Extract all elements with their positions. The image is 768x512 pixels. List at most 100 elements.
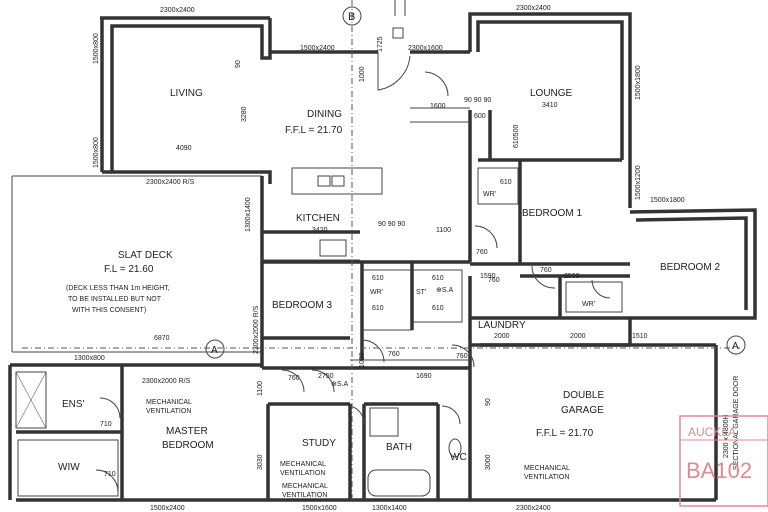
dim-3420: 3420 (312, 227, 328, 234)
dim-90s: 90 90 90 (464, 97, 491, 104)
dim-top-lounge: 2300x2400 (516, 5, 551, 12)
section-letters: B A A (211, 11, 739, 356)
dim-1000-hall: 1000 (359, 352, 366, 368)
dim-bottom-2: 1500x1600 (302, 505, 337, 512)
dim-bottom-4: 2300x2400 (516, 505, 551, 512)
dim-bottom-1: 1500x2400 (150, 505, 185, 512)
room-living: LIVING (170, 88, 203, 99)
room-laundry: LAUNDRY (478, 320, 526, 331)
deck-note-3: WITH THIS CONSENT) (72, 307, 146, 314)
dim-1100: 1100 (436, 227, 451, 234)
dim-610500: 610500 (513, 125, 520, 148)
dim-760-d: 760 (388, 351, 400, 358)
room-dining: DINING (307, 109, 342, 120)
dim-1590: 1590 (480, 273, 496, 280)
room-master-1: MASTER (166, 426, 208, 437)
dim-610-a: 610 (372, 275, 384, 282)
dim-760-f: 760 (288, 375, 300, 382)
label-smoke-alarm-2: ⊕S.A (331, 381, 348, 388)
dim-760-b: 760 (476, 249, 488, 256)
room-bedroom-1: BEDROOM 1 (522, 208, 582, 219)
label-storage: ST' (416, 289, 426, 296)
dim-entry-window: 2300x1600 (408, 45, 443, 52)
dim-kitchen-90s: 90 90 90 (378, 221, 405, 228)
dim-2000: 2000 (570, 333, 586, 340)
dim-760-e: 760 (456, 353, 468, 360)
room-wc: WC (450, 452, 467, 463)
dim-610-c: 610 (432, 275, 444, 282)
dim-left-window-bottom: 1500x800 (93, 137, 100, 168)
section-lines (22, 0, 746, 500)
label-smoke-alarm-1: ⊕S.A (436, 287, 453, 294)
room-bath: BATH (386, 442, 412, 453)
dim-760-c: 760 (540, 267, 552, 274)
dim-4090: 4090 (176, 145, 192, 152)
dim-living-rs: 2300x2400 R/S (146, 179, 195, 186)
council-stamp: AUCKLA BA102 (679, 415, 768, 507)
room-slat-deck: SLAT DECK (118, 250, 173, 261)
dim-laundry-2000: 2000 (494, 333, 510, 340)
doors (95, 52, 611, 493)
section-b-letter: B (348, 11, 355, 23)
dim-1690: 1690 (416, 373, 432, 380)
room-lounge: LOUNGE (530, 88, 573, 99)
section-marker-a-right (726, 335, 746, 355)
dim-1500x1800-lounge: 1500x1800 (635, 65, 642, 100)
garage-door-size: 2300 x 4800H (723, 414, 730, 458)
label-wr-2: WR' (370, 289, 383, 296)
dim-bed2-window: 1500x1800 (650, 197, 685, 204)
dim-6870: 6870 (154, 335, 170, 342)
room-wiw: WIW (58, 462, 80, 473)
room-master-2: BEDROOM (162, 440, 214, 451)
dim-bottom-3: 1300x1400 (372, 505, 407, 512)
dim-bed3-rs: 2300x2000 R/S (253, 305, 260, 354)
room-garage-2: GARAGE (561, 405, 604, 416)
garage-door-type: SECTIONAL GARAGE DOOR (733, 376, 740, 470)
interior-walls (15, 107, 716, 500)
dim-left-window-top: 1500x800 (93, 33, 100, 64)
section-a-left-letter: A (211, 345, 218, 356)
dim-1600: 1600 (430, 103, 446, 110)
section-marker-a-left (205, 339, 225, 359)
dim-90-living: 90 (235, 60, 242, 68)
dim-2750: 2750 (318, 373, 334, 380)
room-garage-1: DOUBLE (563, 390, 604, 401)
vent-study-1: MECHANICAL (280, 461, 326, 468)
room-bedroom-2: BEDROOM 2 (660, 262, 720, 273)
vent-garage-1: MECHANICAL (524, 465, 570, 472)
deck-note-1: (DECK LESS THAN 1m HEIGHT, (66, 285, 170, 292)
dimensions: 2300x2400 2300x2400 1500x2400 2300x1600 … (74, 5, 740, 512)
deck-note-2: TO BE INSTALLED BUT NOT (68, 296, 162, 303)
dim-90-garage: 90 (485, 398, 492, 406)
dim-1100-hall: 1100 (257, 381, 264, 396)
dim-610-e: 610 (500, 179, 512, 186)
vent-bath-2: VENTILATION (282, 492, 327, 499)
dim-610-b: 610 (372, 305, 384, 312)
dim-1300x1400: 1300x1400 (245, 197, 252, 232)
room-study: STUDY (302, 438, 336, 449)
vent-master-1: MECHANICAL (146, 399, 192, 406)
dim-1000: 1000 (359, 66, 366, 82)
section-marker-b (342, 6, 362, 26)
dim-600: 600 (474, 113, 486, 120)
dim-760-a: 760 (488, 277, 500, 284)
ventilation-notes: MECHANICAL VENTILATION MECHANICAL VENTIL… (146, 399, 570, 499)
section-a-right-letter: A (732, 341, 739, 352)
room-labels: LIVING DINING F.F.L = 21.70 LOUNGE KITCH… (58, 88, 720, 473)
label-wr-3: WR' (582, 301, 595, 308)
deck-fl: F.L = 21.60 (104, 264, 154, 275)
vent-garage-2: VENTILATION (524, 474, 569, 481)
dim-1725: 1725 (377, 36, 384, 52)
dim-3000: 3000 (485, 454, 492, 470)
room-ensuite: ENS' (62, 399, 85, 410)
dining-ffl: F.F.L = 21.70 (285, 125, 343, 136)
dim-1500x1200: 1500x1200 (635, 165, 642, 200)
dim-1510: 1510 (632, 333, 648, 340)
dim-dining-window: 1500x2400 (300, 45, 335, 52)
vent-bath-1: MECHANICAL (282, 483, 328, 490)
dim-3280: 3280 (241, 106, 248, 122)
dim-610-d: 610 (432, 305, 444, 312)
room-bedroom-3: BEDROOM 3 (272, 300, 332, 311)
label-wr-1: WR' (483, 191, 496, 198)
dim-2500: 2500 (564, 273, 580, 280)
